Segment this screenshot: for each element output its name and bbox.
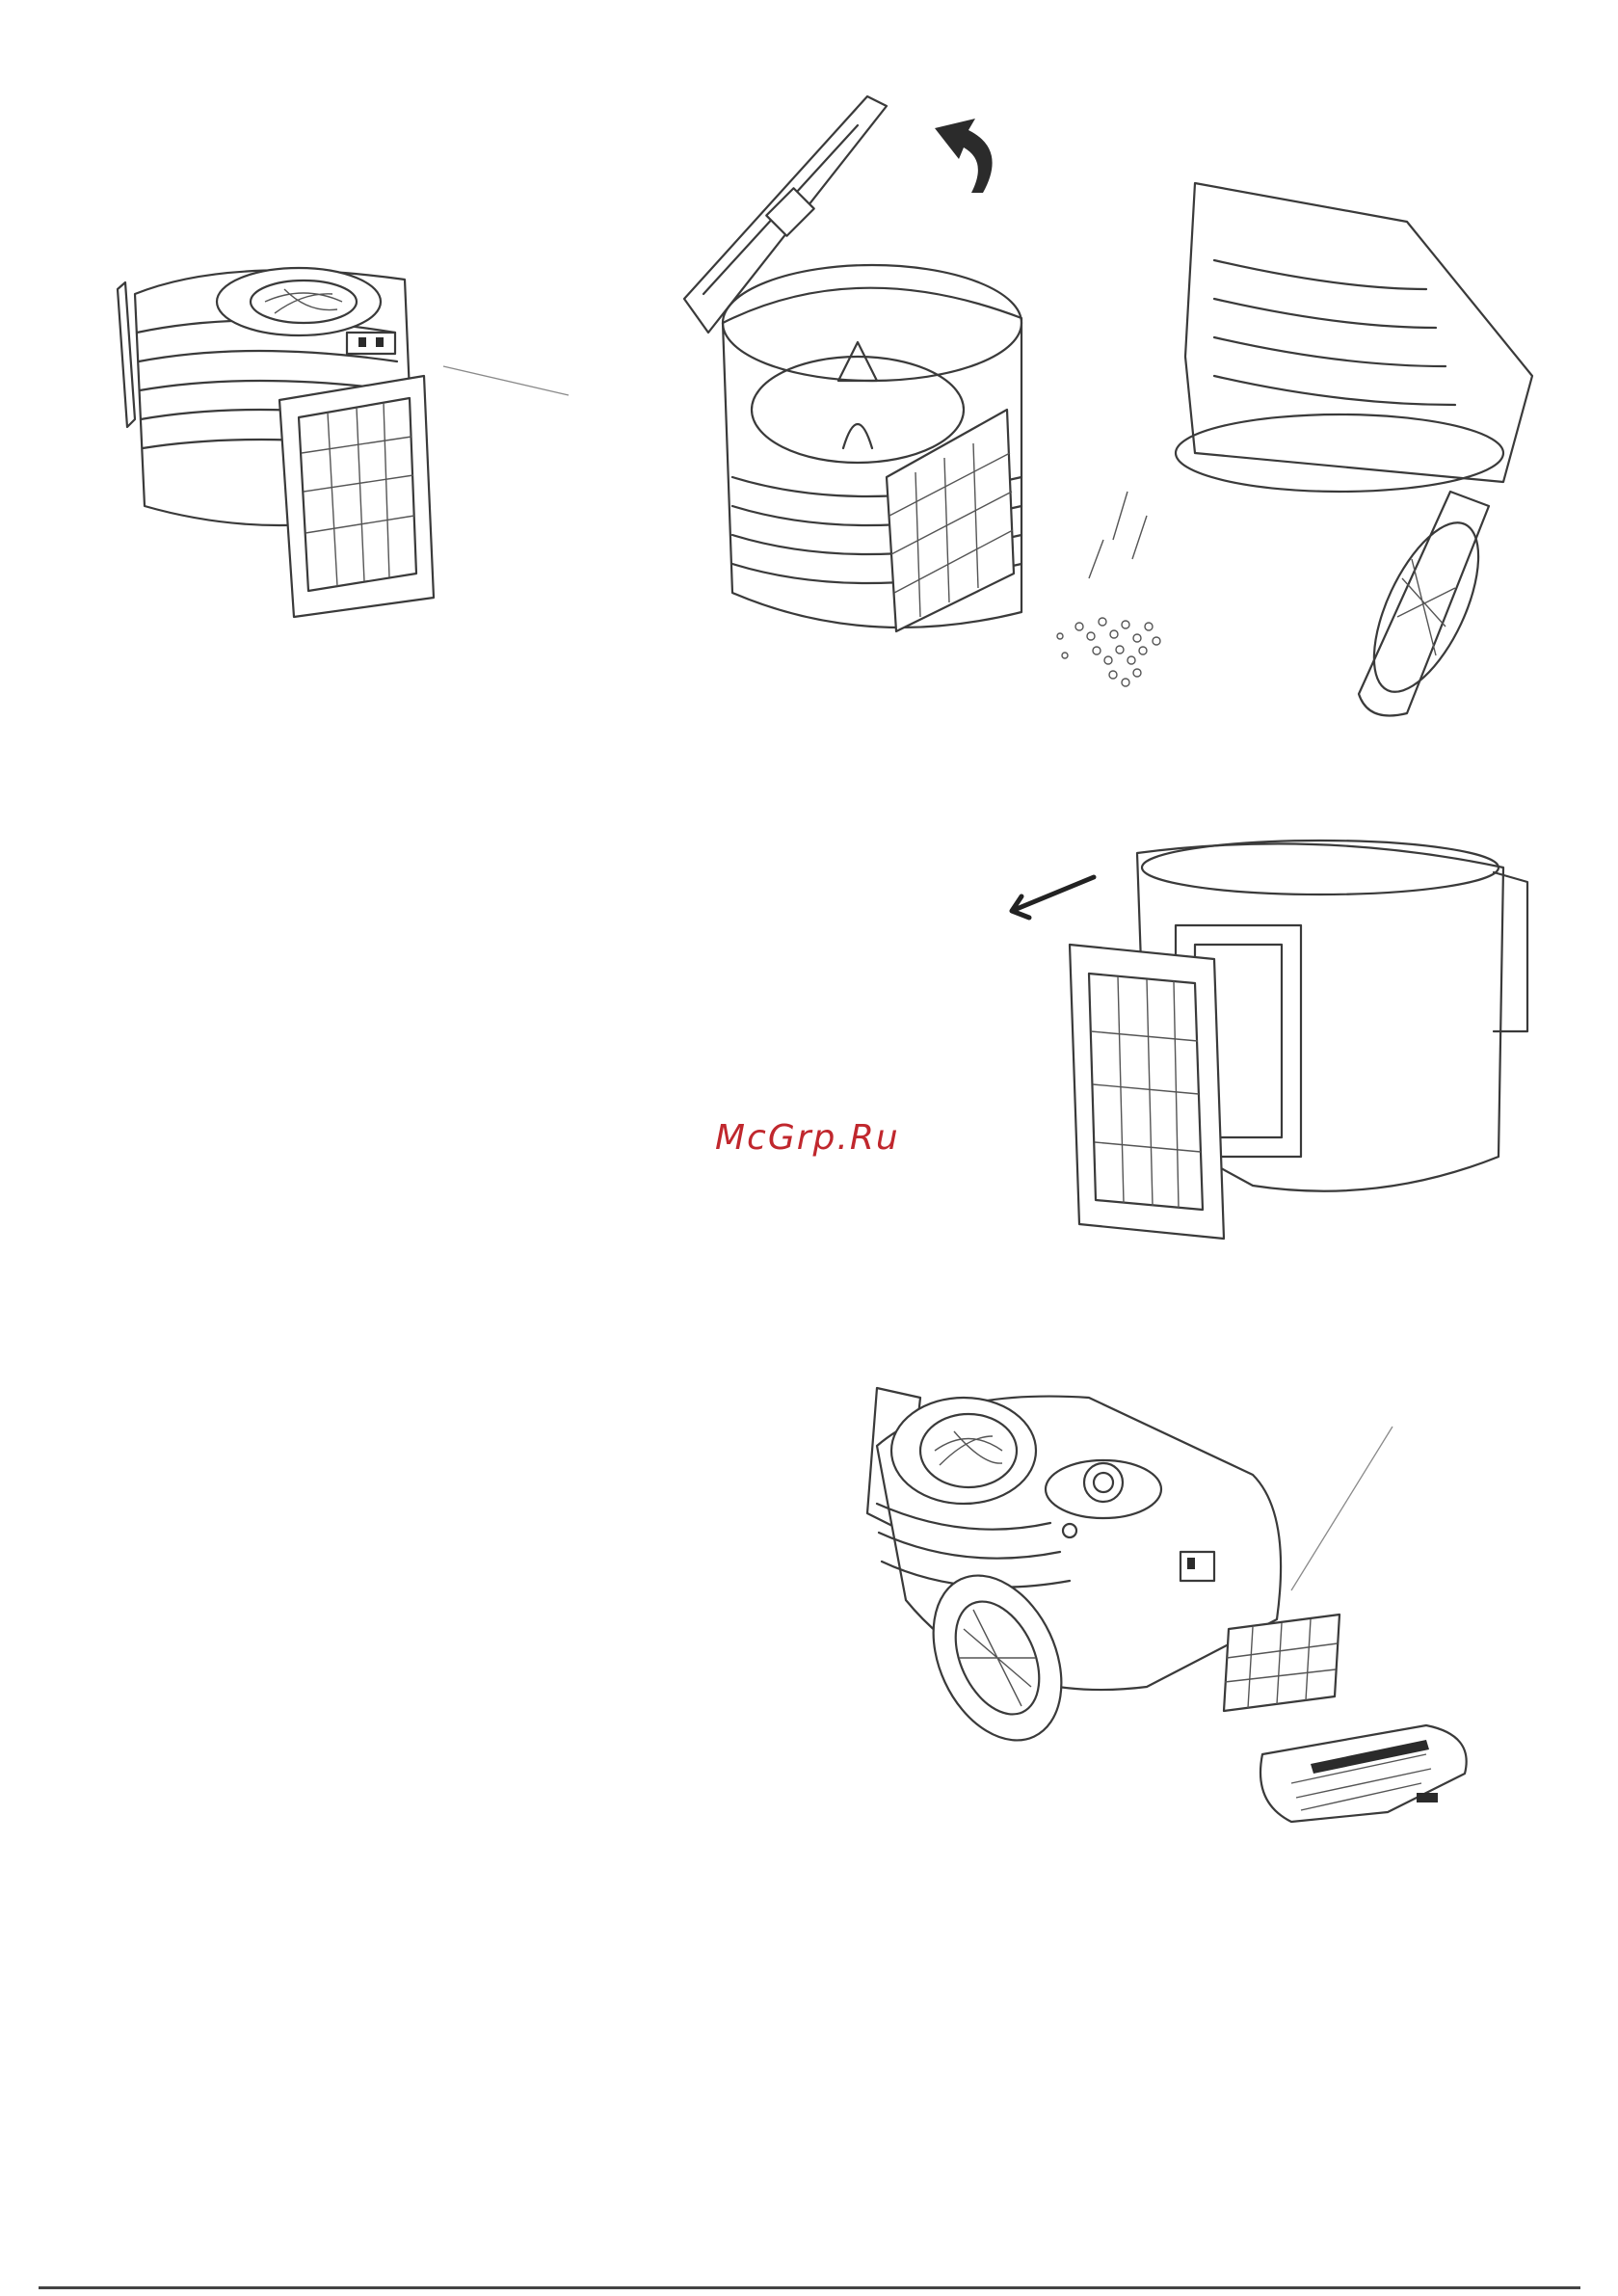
rotate-arrow (935, 119, 993, 193)
watermark-text: McGrp.Ru (715, 1118, 927, 1176)
dust-container-emptying-figure (1021, 174, 1561, 752)
leader-line (1291, 1427, 1393, 1590)
dust-container-figure (106, 255, 646, 631)
pull-arrow (1012, 877, 1094, 918)
leader-line (443, 366, 569, 395)
footer-rule (39, 2286, 1580, 2289)
filter-removal-figure (1002, 839, 1542, 1253)
dust-particles (1057, 618, 1160, 686)
vacuum-rear-filter-figure (848, 1369, 1503, 1909)
